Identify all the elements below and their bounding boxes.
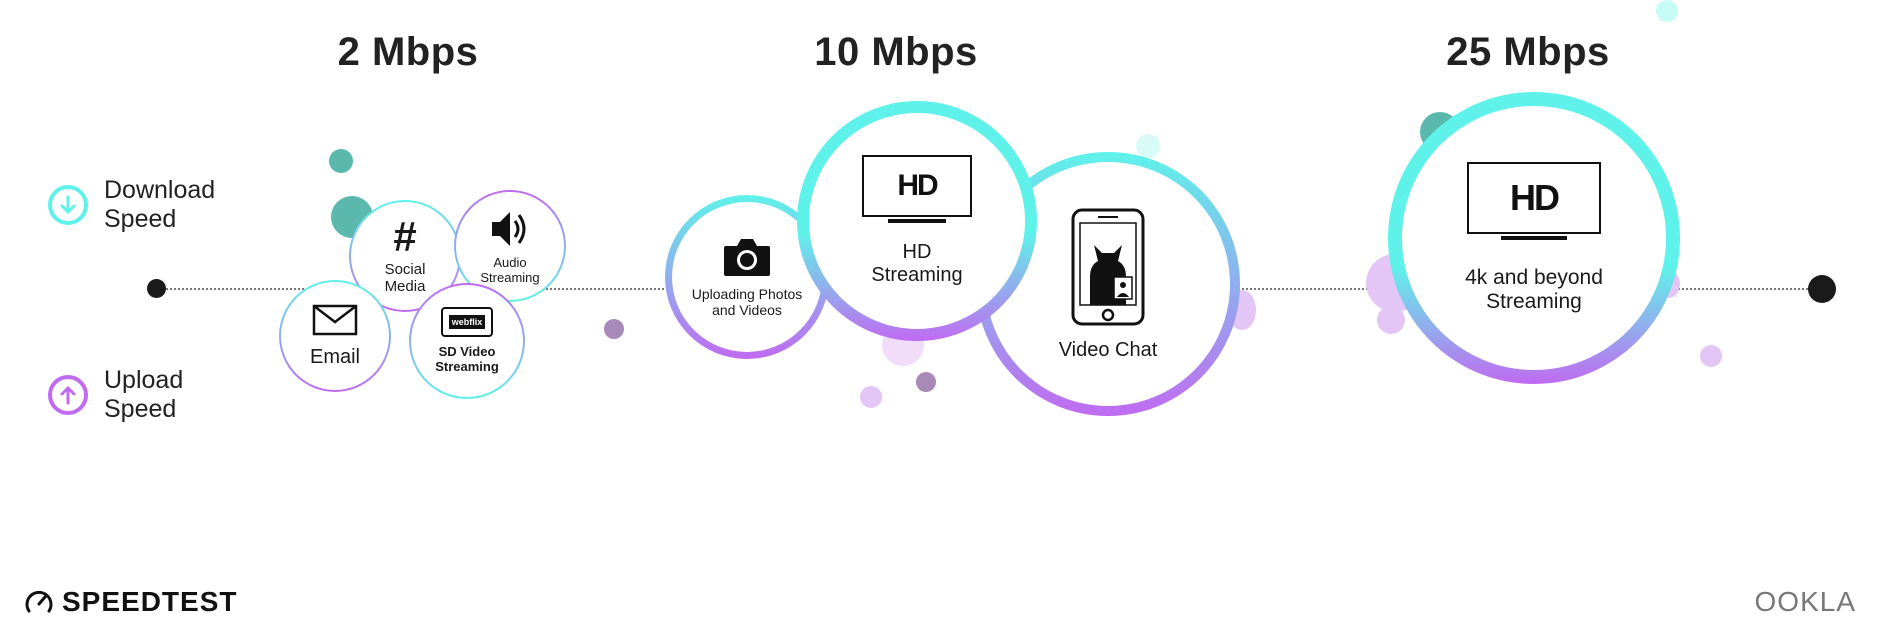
- decor-dot: [916, 372, 936, 392]
- heading-2mbps: 2 Mbps: [337, 30, 479, 74]
- bubble-uploading-photos: Uploading Photos and Videos: [665, 195, 829, 359]
- sd-video-label: SD Video Streaming: [435, 344, 499, 374]
- timeline-end-dot: [1808, 275, 1836, 303]
- audio-streaming-label: Audio Streaming: [480, 255, 540, 285]
- decor-dot: [1700, 345, 1722, 367]
- heading-10mbps: 10 Mbps: [814, 30, 978, 74]
- bubble-hd-streaming: HD HD Streaming: [797, 101, 1037, 341]
- hd-streaming-label: HD Streaming: [871, 241, 963, 286]
- uploading-photos-label: Uploading Photos and Videos: [691, 285, 803, 318]
- decor-dot: [329, 149, 353, 173]
- smartphone-icon: [1071, 208, 1145, 325]
- speaker-icon: [492, 212, 526, 247]
- speedtest-logo: SPEEDTEST: [24, 586, 237, 618]
- bubble-4k-streaming: HD 4k and beyond Streaming: [1388, 92, 1680, 384]
- 4k-tv-icon: HD: [1466, 161, 1601, 244]
- tablet-icon: webflix: [440, 307, 493, 338]
- 4k-streaming-label: 4k and beyond Streaming: [1465, 265, 1603, 313]
- legend-upload: Upload Speed: [48, 366, 274, 424]
- decor-dot: [604, 319, 624, 339]
- heading-25mbps: 25 Mbps: [1446, 30, 1610, 74]
- timeline-start-dot: [147, 279, 166, 298]
- decor-dot: [860, 386, 882, 408]
- ookla-logo: OOKLA: [1754, 586, 1856, 617]
- hd-tv-icon: HD: [862, 155, 972, 227]
- decor-dot: [1377, 306, 1405, 334]
- hashtag-icon: #: [393, 212, 417, 260]
- camera-icon: [724, 238, 770, 276]
- legend-download-text: Download Speed: [104, 176, 216, 233]
- download-arrow-icon: [48, 185, 88, 225]
- upload-arrow-icon: [48, 375, 88, 415]
- webflix-logo: webflix: [448, 315, 486, 330]
- email-label: Email: [309, 345, 360, 368]
- decor-dot: [1656, 0, 1678, 22]
- bubble-email: Email: [279, 280, 391, 392]
- legend-upload-text: Upload Speed: [104, 366, 184, 423]
- video-chat-label: Video Chat: [1058, 338, 1158, 361]
- bubble-video-chat: Video Chat: [976, 152, 1240, 416]
- bubble-sd-video-streaming: webflix SD Video Streaming: [409, 283, 525, 399]
- decor-dot: [1136, 134, 1160, 158]
- legend-download: Download Speed: [48, 176, 274, 234]
- speedometer-icon: [25, 590, 53, 613]
- envelope-icon: [312, 304, 358, 335]
- social-media-label: Social Media: [384, 260, 426, 295]
